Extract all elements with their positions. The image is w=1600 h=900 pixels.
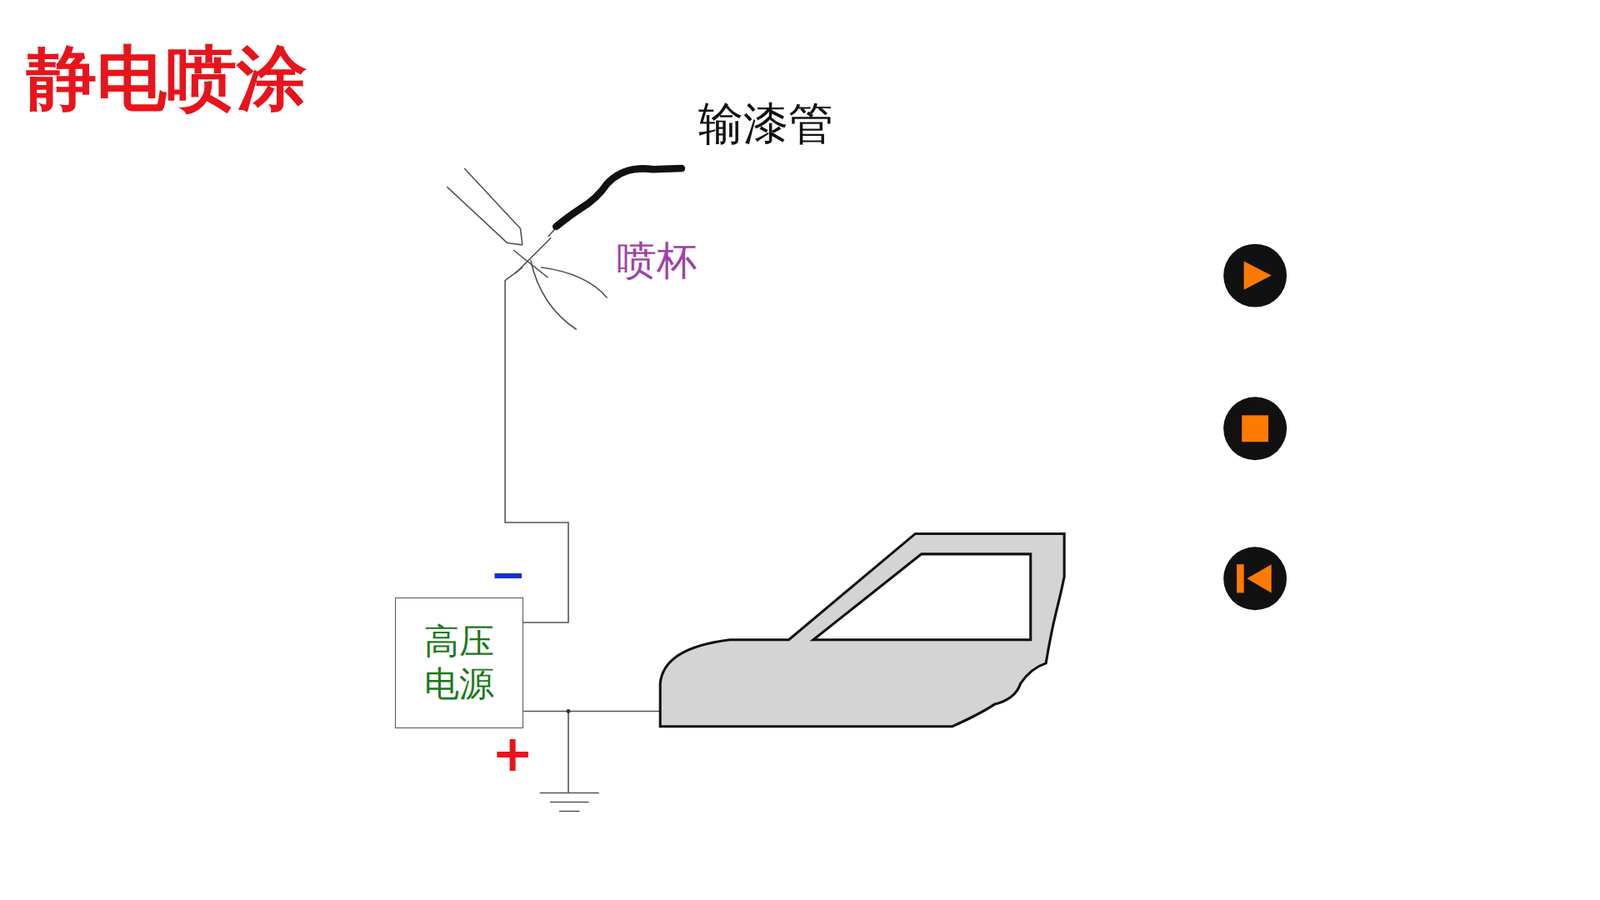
polarity-plus: + [491,725,534,783]
power-supply-box: 高压电源 [395,597,524,729]
play-button [1223,244,1287,308]
hose-label: 输漆管 [698,98,834,150]
box-text: 高压电源 [422,620,496,705]
cup-label: 喷杯 [616,237,697,284]
junction-dot [566,709,571,714]
car-window [813,554,1031,640]
paint-hose [555,168,682,227]
rewind-button [1223,546,1287,610]
stop-button [1223,396,1287,460]
page-title: 静电喷涂 [26,38,307,120]
spray-gun [446,168,607,330]
polarity-minus: − [490,550,527,600]
car-body [660,533,1065,726]
